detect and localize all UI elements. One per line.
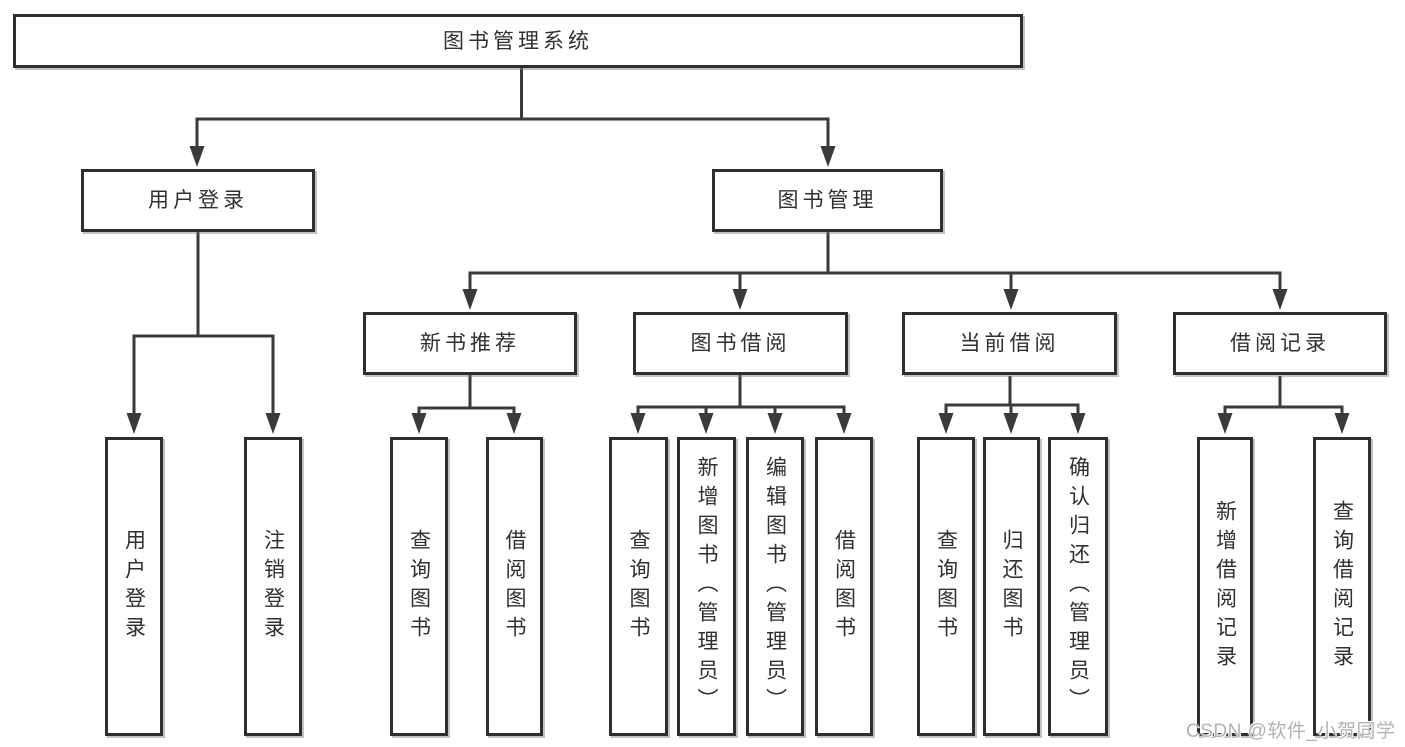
node-new-book-recommend-label: 新书推荐 (420, 332, 520, 355)
leaf-confirm-return-admin-label: 确认归还（管理员） (1066, 456, 1090, 717)
leaf-logout: 注销登录 (244, 437, 302, 736)
csdn-watermark: CSDN @软件_小贺同学 (1186, 721, 1396, 742)
leaf-query-books-borrow-label: 查询图书 (627, 528, 650, 645)
node-current-borrow-label: 当前借阅 (959, 332, 1060, 355)
leaf-add-borrow-record: 新增借阅记录 (1197, 437, 1253, 736)
node-root-label: 图书管理系统 (443, 29, 593, 53)
leaf-borrow-books: 借阅图书 (815, 437, 873, 736)
node-book-management-label: 图书管理 (777, 189, 878, 212)
leaf-edit-books-admin-label: 编辑图书（管理员） (763, 456, 787, 717)
node-user-login-label: 用户登录 (148, 189, 248, 212)
leaf-add-borrow-record-label: 新增借阅记录 (1213, 499, 1237, 674)
leaf-query-borrow-record: 查询借阅记录 (1313, 437, 1371, 736)
leaf-query-books-borrow: 查询图书 (609, 437, 668, 736)
leaf-user-login-label: 用户登录 (122, 528, 146, 645)
leaf-logout-label: 注销登录 (261, 528, 285, 645)
leaf-borrow-books-label: 借阅图书 (832, 528, 856, 645)
leaf-return-books-label: 归还图书 (1000, 528, 1023, 645)
leaf-borrow-books-recommend: 借阅图书 (486, 437, 543, 736)
node-borrow-records: 借阅记录 (1173, 312, 1387, 375)
node-root: 图书管理系统 (13, 14, 1023, 68)
leaf-query-books-current: 查询图书 (917, 437, 975, 736)
leaf-borrow-books-recommend-label: 借阅图书 (503, 528, 526, 645)
leaf-query-books-recommend-label: 查询图书 (407, 528, 431, 645)
leaf-user-login: 用户登录 (105, 437, 163, 736)
leaf-query-borrow-record-label: 查询借阅记录 (1330, 499, 1354, 674)
leaf-edit-books-admin: 编辑图书（管理员） (746, 437, 804, 736)
leaf-add-books-admin-label: 新增图书（管理员） (695, 456, 718, 717)
node-book-borrow: 图书借阅 (633, 312, 848, 375)
leaf-add-books-admin: 新增图书（管理员） (677, 437, 736, 736)
node-user-login: 用户登录 (81, 169, 315, 232)
leaf-query-books-recommend: 查询图书 (390, 437, 448, 736)
leaf-query-books-current-label: 查询图书 (934, 528, 958, 645)
node-book-management: 图书管理 (712, 169, 943, 232)
leaf-confirm-return-admin: 确认归还（管理员） (1048, 437, 1108, 736)
node-current-borrow: 当前借阅 (902, 312, 1117, 375)
node-book-borrow-label: 图书借阅 (690, 332, 791, 355)
node-borrow-records-label: 借阅记录 (1230, 332, 1330, 355)
arrowheads (126, 146, 1350, 434)
node-new-book-recommend: 新书推荐 (363, 312, 577, 375)
leaf-return-books: 归还图书 (983, 437, 1040, 736)
